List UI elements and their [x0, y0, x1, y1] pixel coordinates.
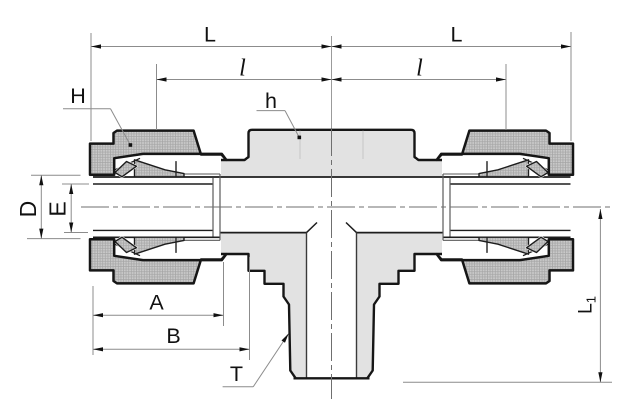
svg-text:H: H	[70, 84, 86, 108]
svg-text:l: l	[416, 56, 423, 82]
svg-text:A: A	[149, 291, 164, 315]
svg-text:L: L	[451, 23, 463, 47]
svg-text:D: D	[15, 201, 41, 218]
svg-text:l: l	[239, 56, 246, 82]
svg-text:B: B	[166, 324, 180, 348]
svg-text:L: L	[204, 23, 216, 47]
svg-text:E: E	[45, 201, 71, 216]
svg-text:h: h	[265, 89, 277, 113]
svg-text:T: T	[230, 362, 243, 386]
